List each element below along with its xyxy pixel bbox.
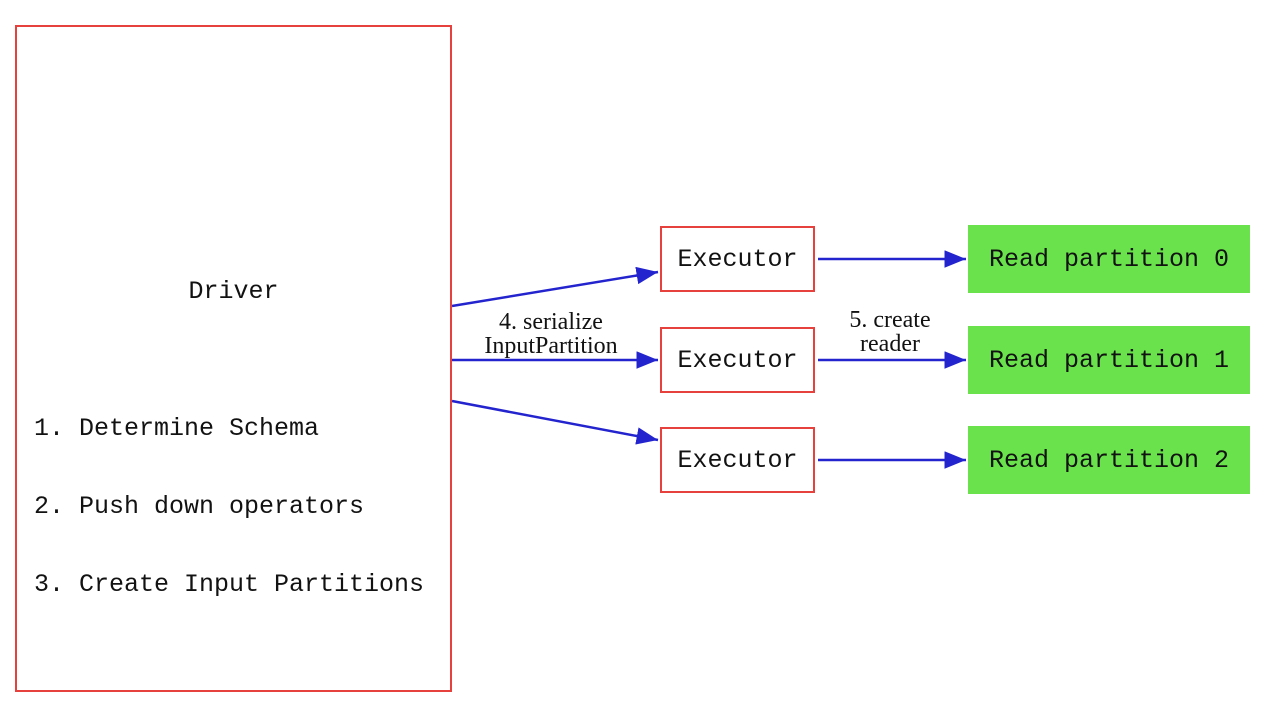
edge-label-serialize-inputpartition: 4. serialize InputPartition [441, 310, 661, 358]
executor-box-0: Executor [660, 226, 815, 292]
driver-step-3: 3. Create Input Partitions [34, 570, 425, 599]
edge-label-create-reader: 5. create reader [780, 308, 1000, 356]
driver-step-1: 1. Determine Schema [34, 414, 320, 443]
arrow-driver-to-executor-2 [451, 399, 659, 445]
executor-label-2: Executor [677, 445, 798, 475]
driver-step-2: 2. Push down operators [34, 492, 365, 521]
edge-label-reader-line1: 5. create [849, 307, 931, 333]
read-partition-label-0: Read partition 0 [988, 244, 1230, 274]
read-partition-box-1: Read partition 1 [968, 326, 1250, 394]
arrow-driver-to-executor-0 [451, 266, 659, 308]
read-partition-box-2: Read partition 2 [968, 426, 1250, 494]
driver-steps: 1. Determine Schema 2. Push down operato… [34, 364, 424, 650]
executor-label-1: Executor [677, 345, 798, 375]
executor-box-2: Executor [660, 427, 815, 493]
read-partition-label-2: Read partition 2 [988, 445, 1230, 475]
read-partition-box-0: Read partition 0 [968, 225, 1250, 293]
edge-label-serialize-line1: 4. serialize [499, 309, 603, 335]
edge-label-serialize-line2: InputPartition [484, 333, 618, 359]
executor-box-1: Executor [660, 327, 815, 393]
edge-label-reader-line2: reader [860, 331, 920, 357]
executor-label-0: Executor [677, 244, 798, 274]
driver-title: Driver [188, 277, 279, 306]
driver-box: Driver 1. Determine Schema 2. Push down … [15, 25, 452, 692]
read-partition-label-1: Read partition 1 [988, 345, 1230, 375]
